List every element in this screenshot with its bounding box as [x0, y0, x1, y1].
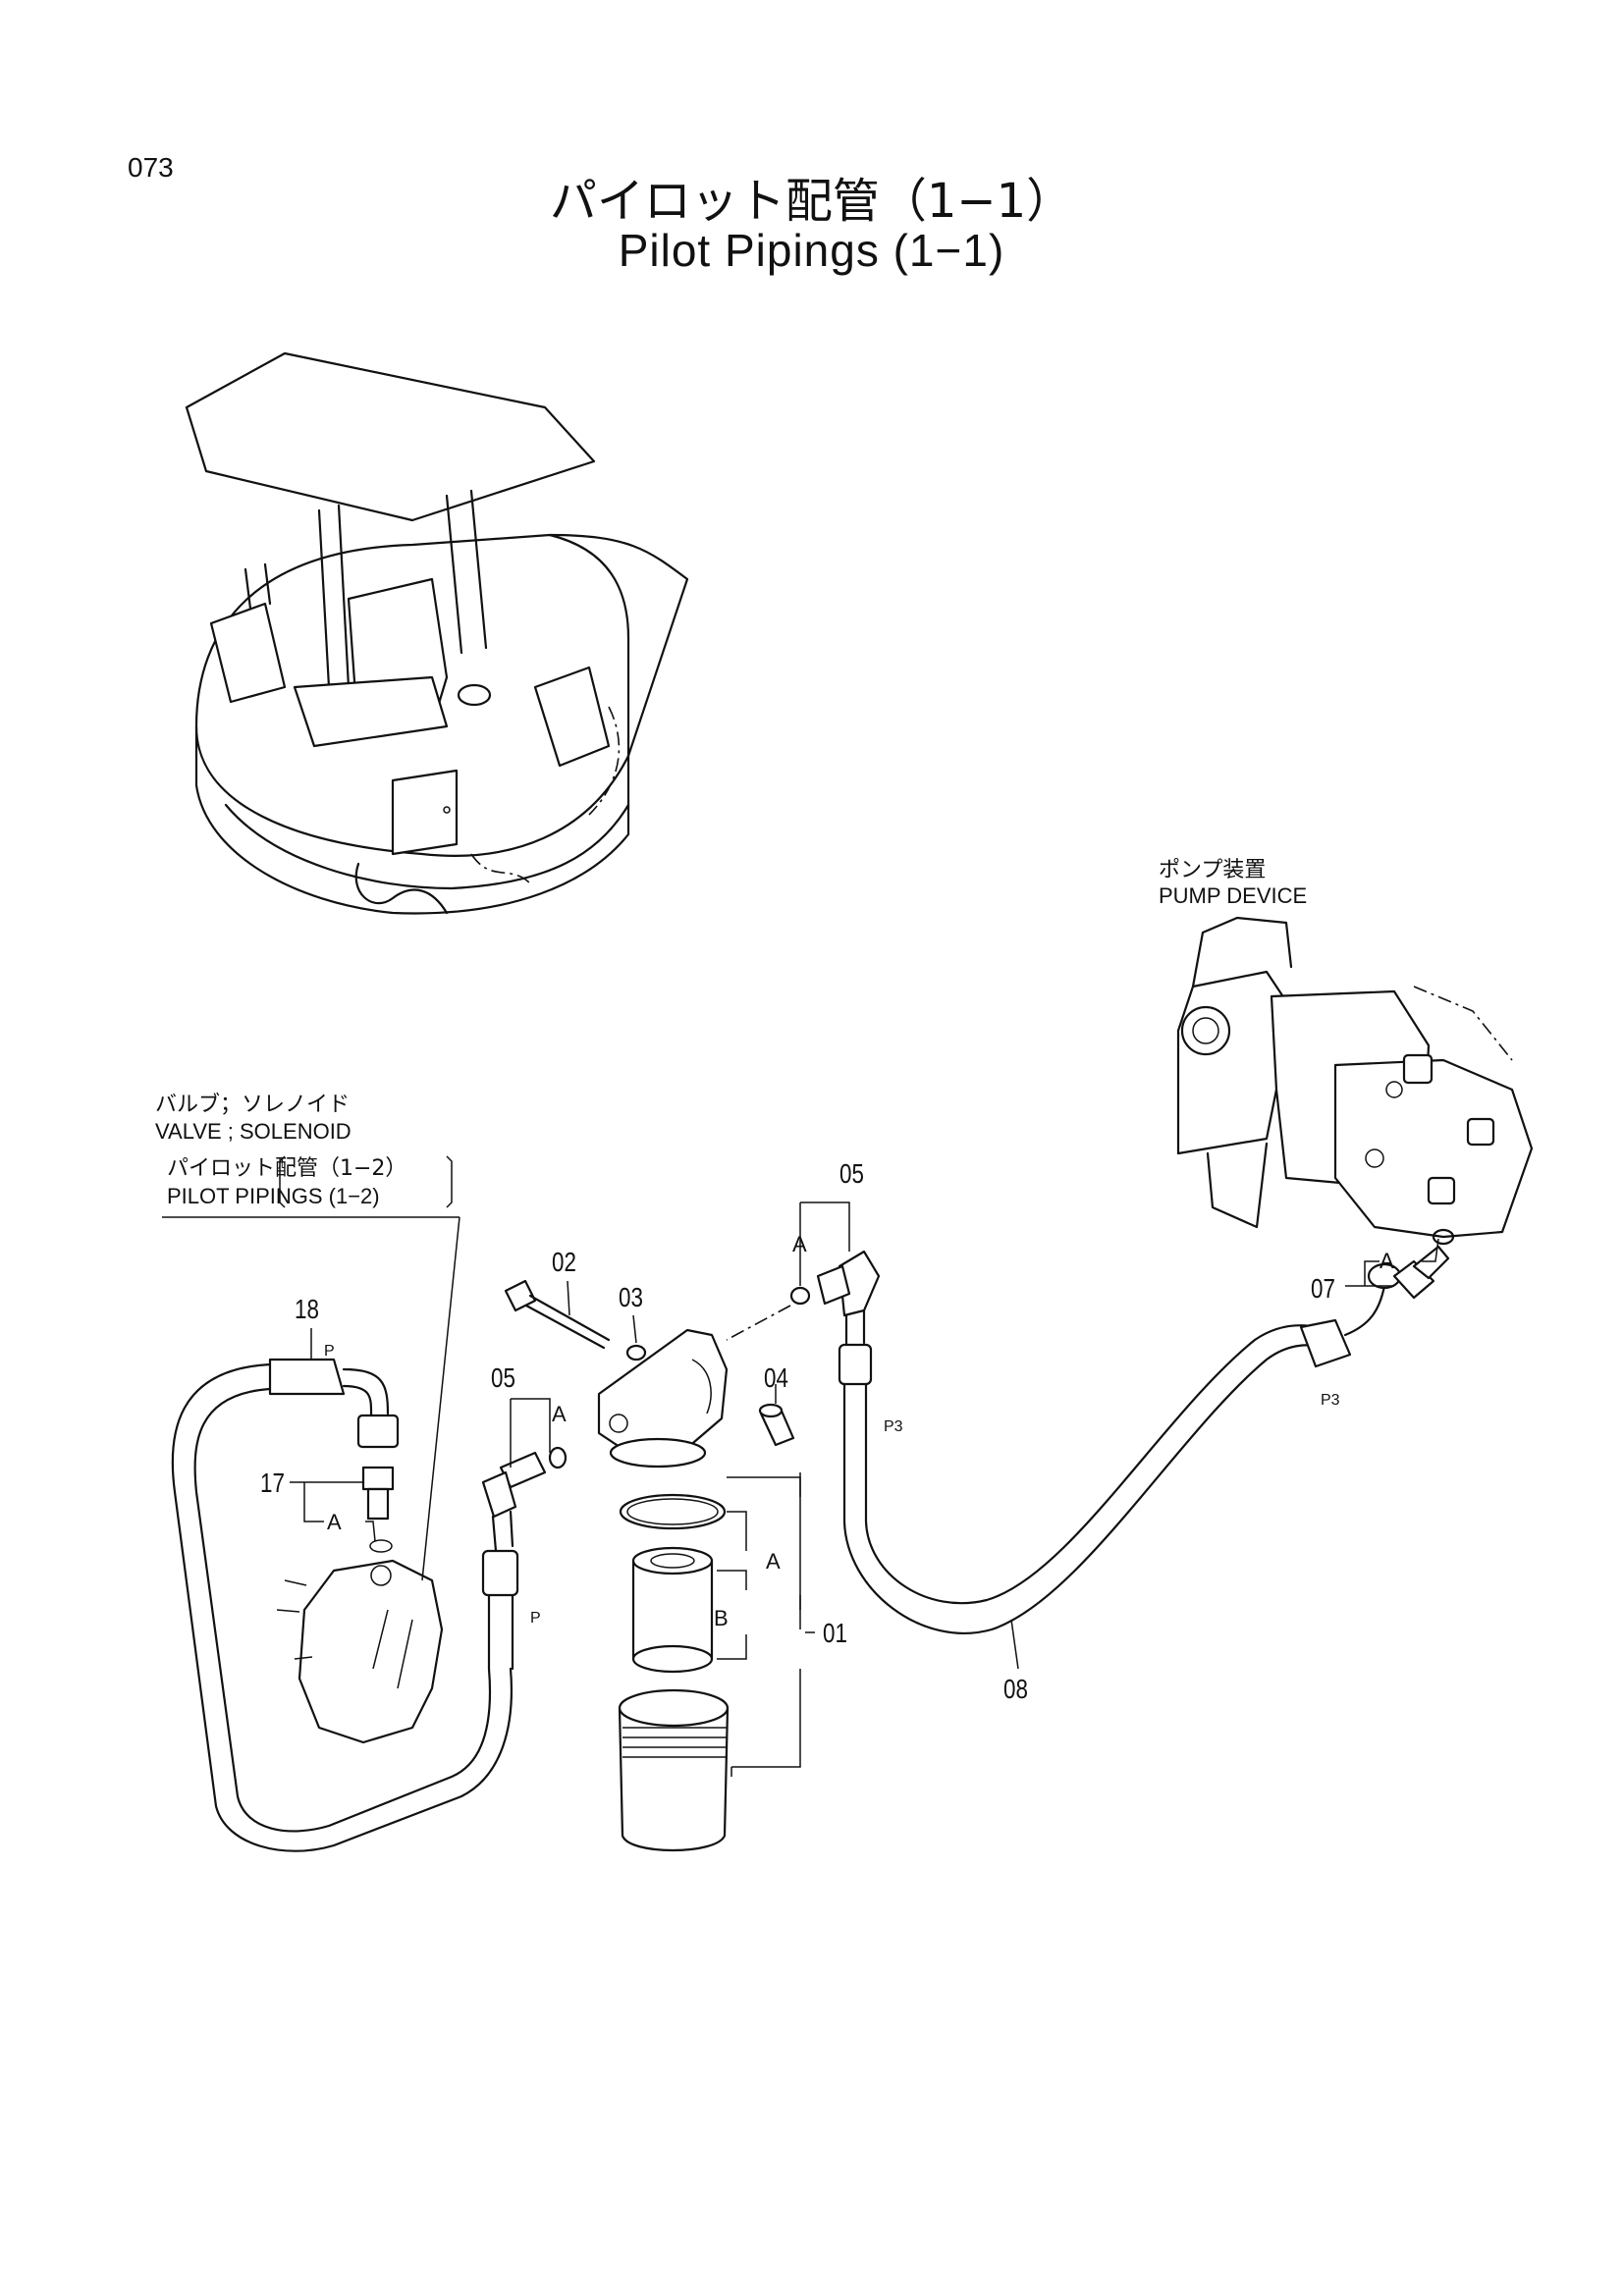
- pump-device-illustration: [1176, 916, 1534, 1239]
- hose-08: [838, 1262, 1402, 1634]
- filter-assembly-01: [597, 1328, 730, 1852]
- part-number-01: 01: [823, 1618, 847, 1648]
- leader-lines: [162, 1155, 1439, 1777]
- part-number-05-top: 05: [839, 1158, 864, 1189]
- part-number-05-left: 05: [491, 1362, 515, 1393]
- valve-label-en: VALVE ; SOLENOID: [155, 1119, 352, 1144]
- group-letter-a-05-left: A: [552, 1402, 567, 1426]
- page-title-en: Pilot Pipings (1−1): [618, 225, 1005, 276]
- excavator-overview-illustration: [185, 351, 689, 915]
- fitting-07: [1392, 1228, 1455, 1300]
- elbow-05-top: [726, 1250, 881, 1347]
- port-label-p3-hose08-pipe: P3: [884, 1418, 903, 1435]
- group-letter-b-01: B: [714, 1606, 729, 1630]
- solenoid-valve-illustration: [276, 1559, 444, 1744]
- pilot-ref-label-jp: パイロット配管（1−2）: [167, 1156, 407, 1181]
- group-letter-a-07: A: [1380, 1249, 1394, 1273]
- fitting-17: [361, 1466, 395, 1553]
- valve-label-jp: バルブ；ソレノイド: [155, 1093, 351, 1117]
- part-number-02: 02: [552, 1247, 576, 1277]
- part-number-08: 08: [1003, 1674, 1028, 1704]
- bolt-02: [504, 1279, 611, 1350]
- pump-device-label-en: PUMP DEVICE: [1159, 883, 1308, 908]
- group-letter-a-05-top: A: [792, 1232, 807, 1256]
- elbow-05-left: [481, 1446, 568, 1553]
- part-number-17: 17: [260, 1468, 285, 1498]
- group-letter-a-01: A: [766, 1549, 781, 1574]
- page-title-jp: パイロット配管（1−1）: [549, 174, 1074, 229]
- washer-03: [625, 1344, 647, 1362]
- pump-device-label-jp: ポンプ装置: [1159, 858, 1267, 882]
- pilot-ref-label-en: PILOT PIPINGS (1−2): [167, 1184, 380, 1208]
- hose-p-left: [481, 1549, 519, 1671]
- page-number: 073: [128, 152, 174, 183]
- part-number-03: 03: [619, 1282, 643, 1312]
- part-number-18: 18: [295, 1294, 319, 1324]
- part-number-07: 07: [1311, 1273, 1335, 1304]
- port-label-p-hose18: P: [324, 1343, 335, 1360]
- group-letter-a-17: A: [327, 1510, 342, 1534]
- hose-18: [171, 1358, 513, 1852]
- port-label-p3-hose08-end: P3: [1321, 1392, 1340, 1409]
- plug-04: [758, 1403, 795, 1447]
- part-number-04: 04: [764, 1362, 788, 1393]
- port-label-p-hose-left: P: [530, 1610, 541, 1627]
